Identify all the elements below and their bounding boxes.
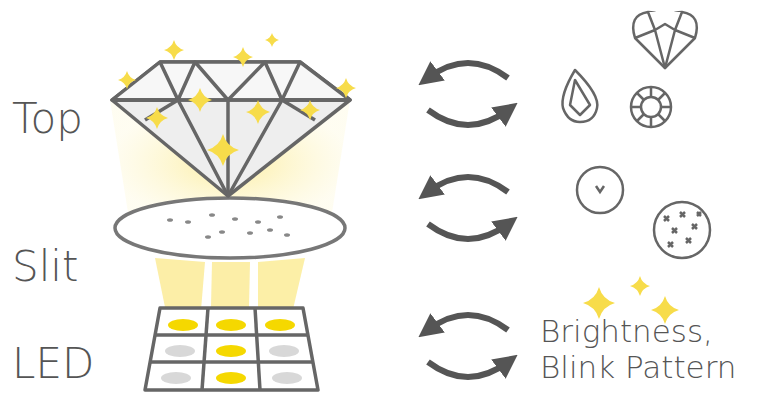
- gem-shape-icons: [563, 12, 697, 127]
- sparkle: [146, 107, 168, 129]
- row-label: Top: [12, 95, 132, 143]
- sparkle: [233, 47, 253, 67]
- sparkle: [164, 40, 184, 60]
- property-label: Brightness, Blink Pattern: [540, 314, 768, 385]
- sparkle: [265, 33, 279, 47]
- sparkle: [336, 78, 356, 98]
- row-label: Slit: [12, 243, 132, 291]
- gem: [112, 62, 350, 196]
- cycle-arrows: [428, 63, 508, 377]
- slit-icons: [577, 167, 710, 258]
- sparkle: [630, 276, 650, 296]
- sparkle: [207, 134, 239, 166]
- sparkle: [118, 71, 136, 89]
- row-label: LED: [12, 340, 132, 388]
- slit-holes: [167, 213, 290, 239]
- sparkle: [188, 88, 212, 112]
- led-grid: [145, 308, 318, 390]
- slit-disc: [115, 198, 345, 258]
- sparkle: [300, 100, 320, 120]
- sparkle: [246, 100, 270, 124]
- sparkles: [118, 33, 679, 324]
